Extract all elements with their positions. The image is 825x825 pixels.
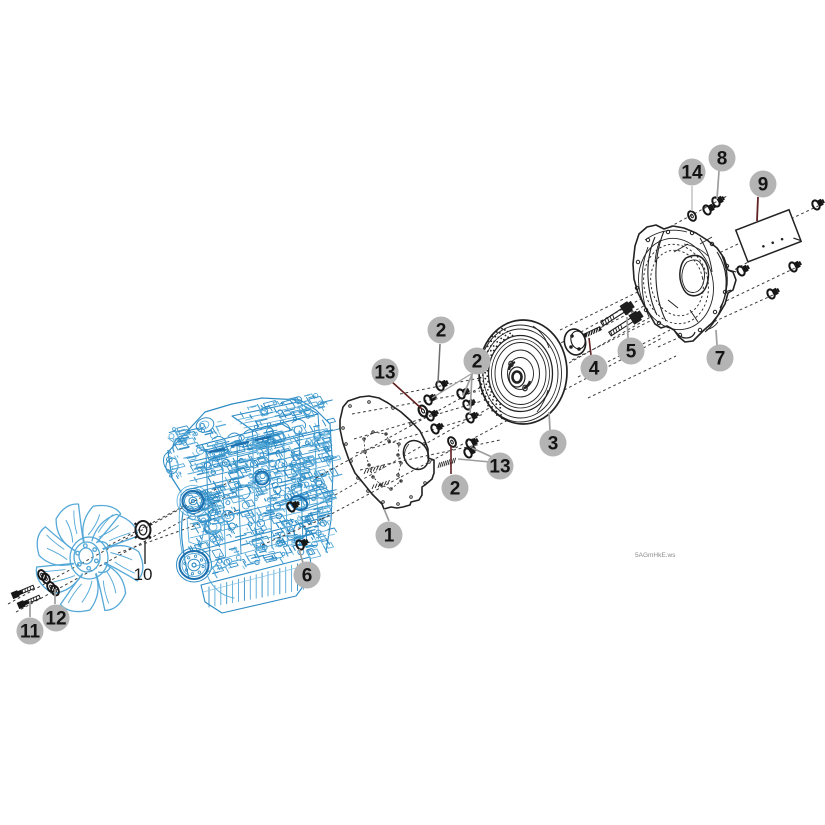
svg-text:8: 8 — [717, 149, 728, 170]
svg-text:12: 12 — [45, 609, 66, 630]
svg-text:11: 11 — [20, 622, 41, 643]
svg-text:13: 13 — [489, 457, 510, 478]
svg-text:13: 13 — [374, 363, 395, 384]
svg-text:1: 1 — [384, 526, 395, 547]
svg-text:6: 6 — [302, 566, 313, 587]
svg-text:3: 3 — [548, 434, 559, 455]
svg-text:2: 2 — [436, 321, 447, 342]
svg-text:5AGmHkE.ws: 5AGmHkE.ws — [635, 552, 676, 559]
svg-text:5: 5 — [626, 342, 637, 363]
svg-text:7: 7 — [715, 349, 726, 370]
svg-text:10: 10 — [134, 565, 153, 584]
svg-text:2: 2 — [450, 479, 461, 500]
svg-text:14: 14 — [681, 163, 703, 184]
svg-text:2: 2 — [472, 352, 483, 373]
svg-text:9: 9 — [758, 175, 769, 196]
svg-text:4: 4 — [589, 359, 600, 380]
